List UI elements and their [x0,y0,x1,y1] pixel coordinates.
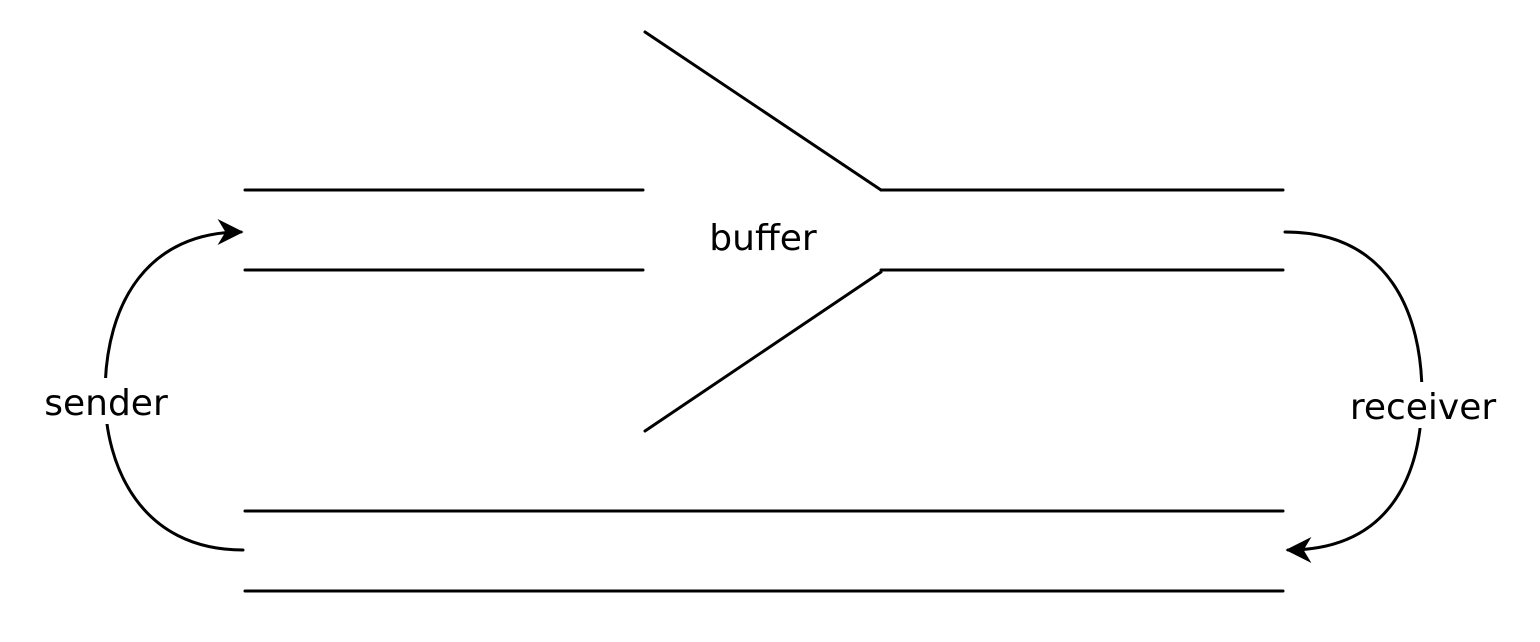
buffer-label: buffer [709,218,817,259]
buffer-funnel-upper-wall [643,30,883,192]
sender-label-backdrop [34,378,176,424]
receiver-label: receiver [1350,387,1497,428]
buffer-funnel-lower-wall [643,270,883,433]
sender-label: sender [44,383,168,424]
receiver-label-backdrop [1340,382,1506,428]
